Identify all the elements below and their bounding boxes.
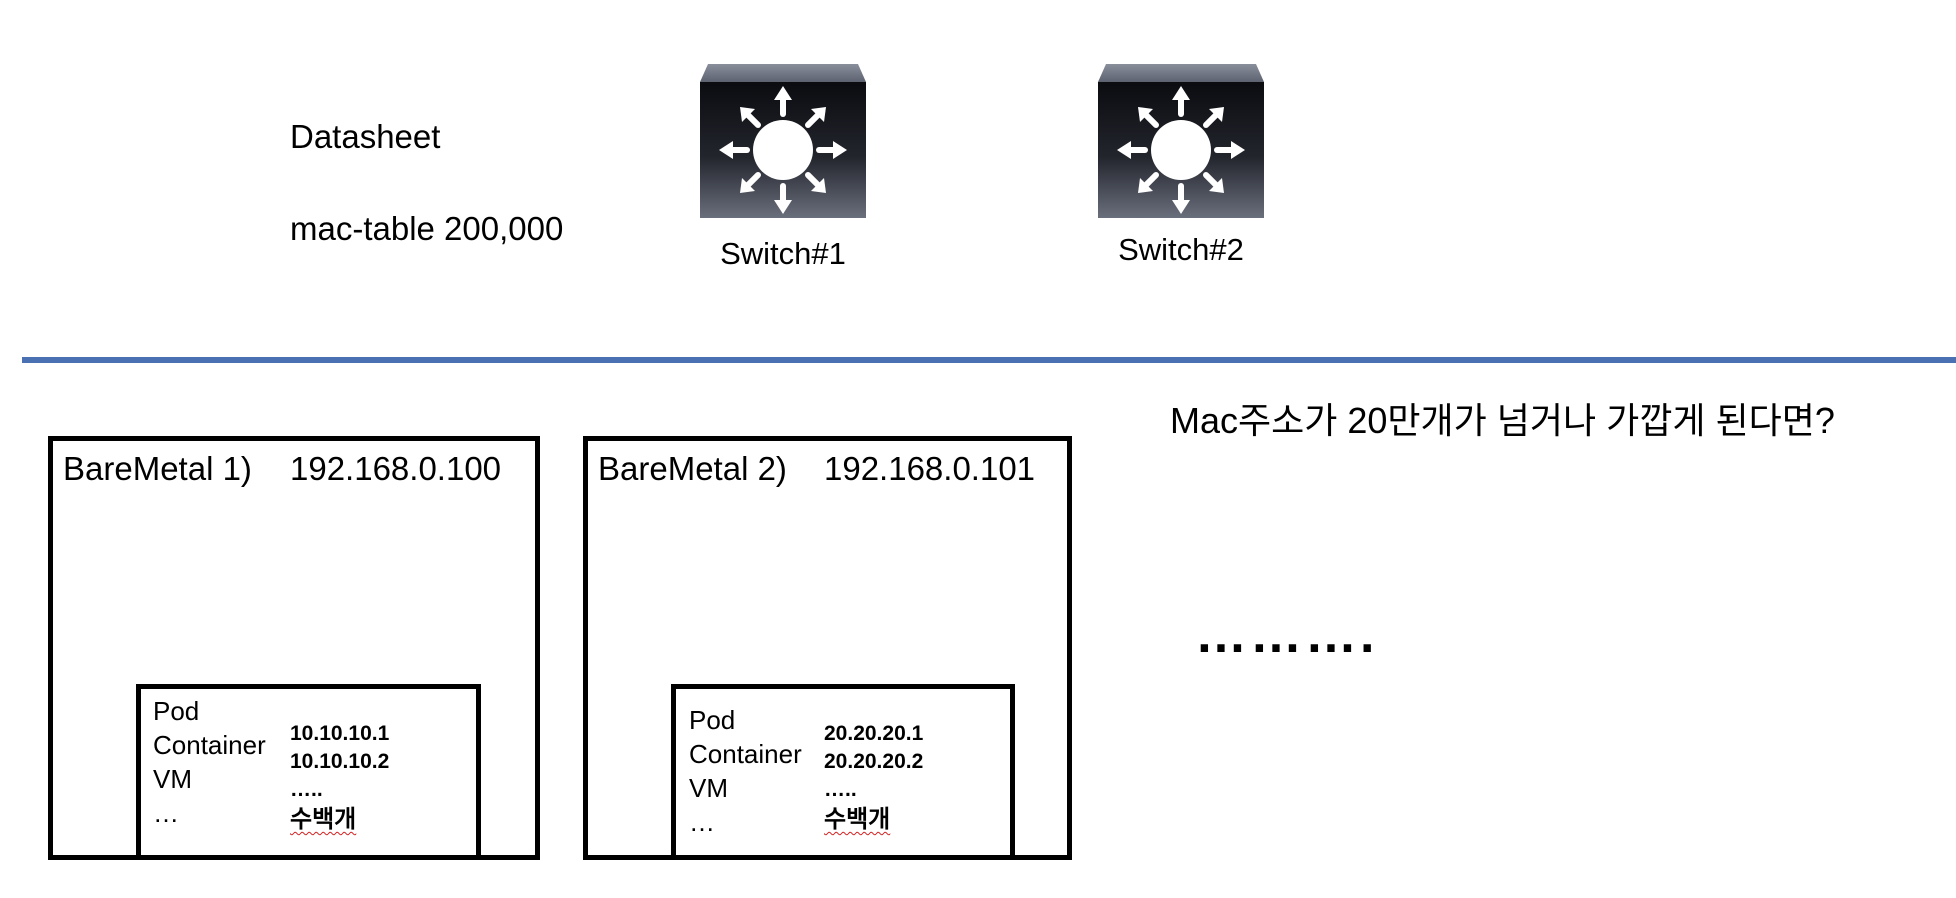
- workload-kind: Container: [689, 739, 802, 769]
- workload-ip: 20.20.20.2: [824, 750, 924, 773]
- switch-1-icon: [700, 64, 866, 218]
- workload-kind: Pod: [689, 705, 736, 735]
- mac-table-capacity: mac-table 200,000: [290, 210, 564, 247]
- switch-2-icon: [1098, 64, 1264, 218]
- switch-2-label: Switch#2: [1118, 232, 1244, 267]
- workload-kind: …: [153, 798, 179, 828]
- workload-kind: …: [689, 807, 715, 837]
- baremetal-1-workload-kinds: Pod Container VM …: [153, 694, 266, 830]
- datasheet-title: Datasheet: [290, 118, 441, 155]
- workload-ip: …..: [290, 778, 323, 801]
- baremetal-1-name: BareMetal 1): [63, 450, 252, 487]
- baremetal-2-workload-kinds: Pod Container VM …: [689, 703, 802, 839]
- switch-1-label: Switch#1: [720, 236, 846, 271]
- workload-ip: 10.10.10.2: [290, 750, 390, 773]
- baremetal-2-ip: 192.168.0.101: [824, 450, 1036, 487]
- workload-ip: …..: [824, 778, 857, 801]
- baremetal-2-name: BareMetal 2): [598, 450, 787, 487]
- workload-kind: VM: [153, 764, 192, 794]
- workload-ip: 10.10.10.1: [290, 722, 390, 745]
- baremetal-1-workload-ips: 10.10.10.1 10.10.10.2 ….. 수백개: [290, 720, 389, 836]
- question-text: Mac주소가 20만개가 넘거나 가깝게 된다면?: [1170, 400, 1835, 441]
- section-divider: [22, 357, 1956, 363]
- workload-ip: 20.20.20.1: [824, 722, 924, 745]
- workload-kind: VM: [689, 773, 728, 803]
- more-hosts-ellipsis: ……….: [1195, 606, 1378, 664]
- baremetal-2-workload-ips: 20.20.20.1 20.20.20.2 ….. 수백개: [824, 720, 923, 836]
- baremetal-1-ip: 192.168.0.100: [290, 450, 502, 487]
- workload-count: 수백개: [824, 806, 891, 833]
- workload-kind: Pod: [153, 696, 200, 726]
- baremetal-1-workload-box: [136, 684, 481, 860]
- workload-kind: Container: [153, 730, 266, 760]
- workload-count: 수백개: [290, 806, 357, 833]
- baremetal-2-workload-box: [671, 684, 1015, 860]
